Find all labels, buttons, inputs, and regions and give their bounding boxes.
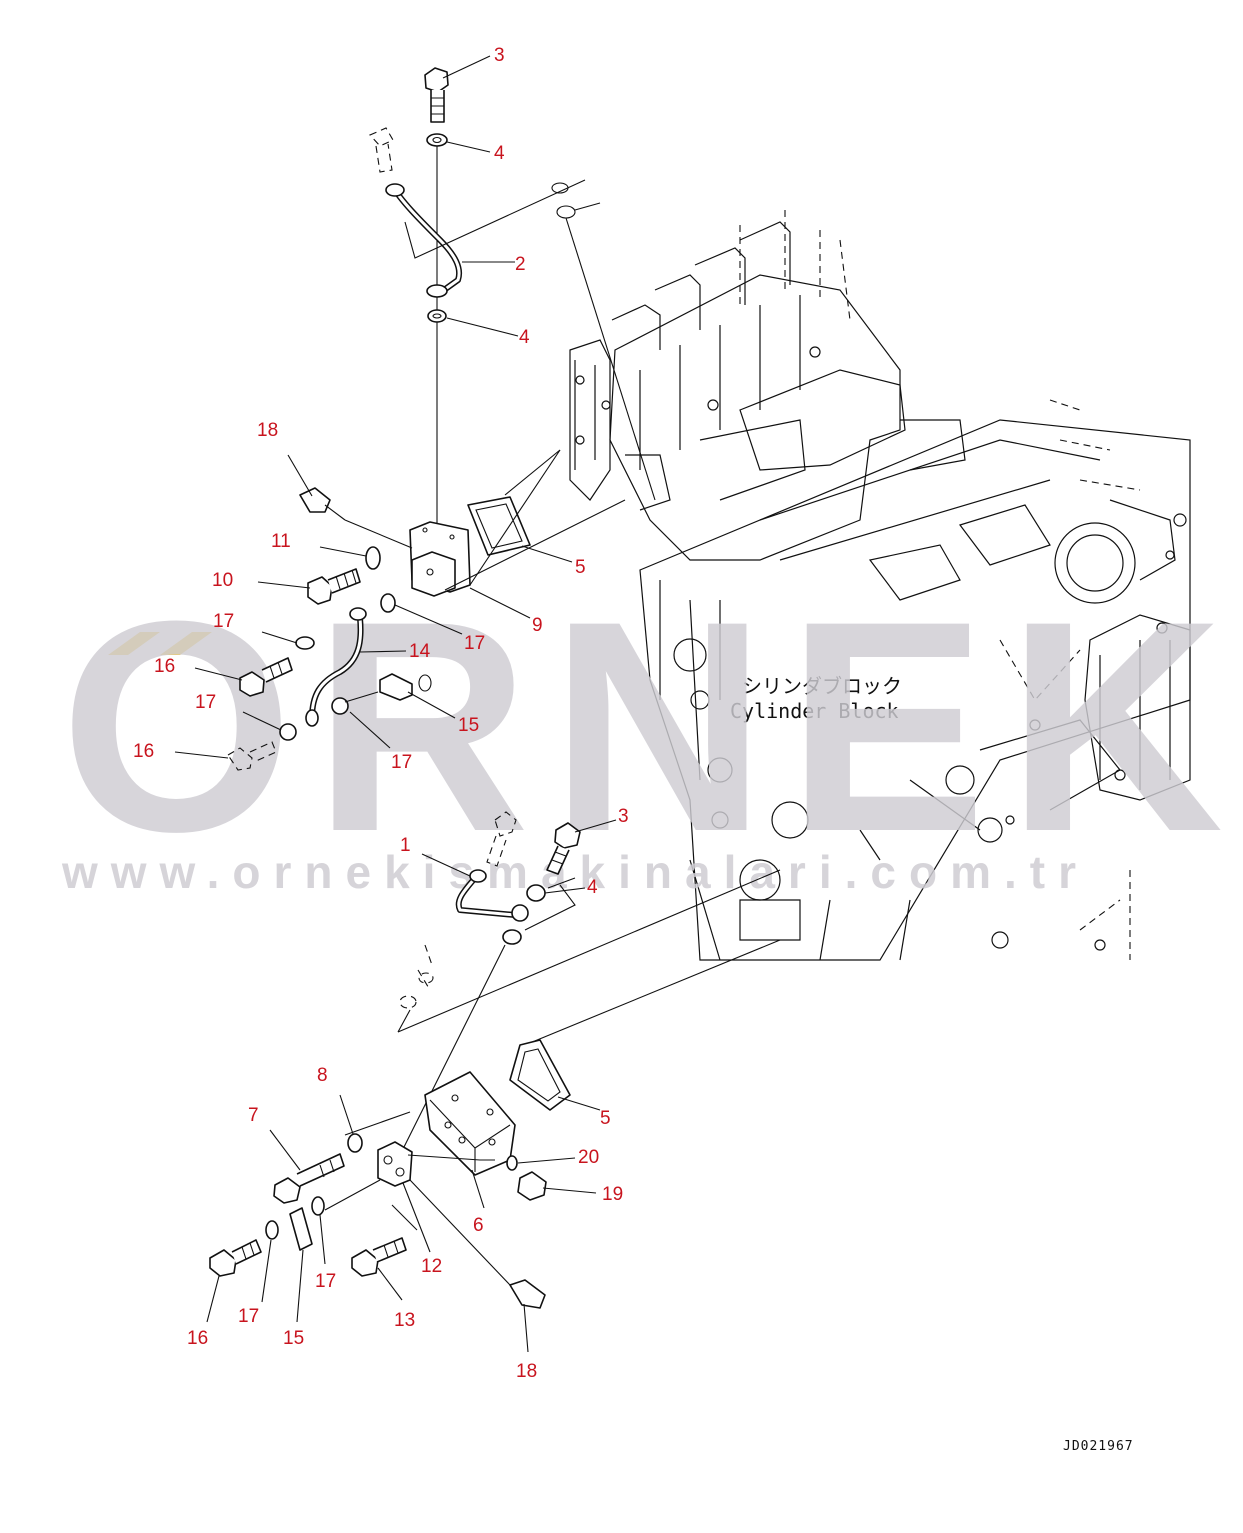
block-label-japanese: シリンダブロック xyxy=(742,674,902,698)
fitting-12-icon xyxy=(377,1141,413,1187)
sensor-18-icon xyxy=(299,487,331,513)
callout-1: 1 xyxy=(400,835,411,856)
cylinder-block-drawing: シリンダブロック Cylinder Block xyxy=(569,210,1191,961)
callout-17: 17 xyxy=(195,692,216,713)
callout-14: 14 xyxy=(409,641,431,662)
upper-assembly xyxy=(227,67,656,771)
callout-17: 17 xyxy=(391,752,412,773)
callout-18: 18 xyxy=(516,1361,537,1382)
callout-17: 17 xyxy=(464,633,485,654)
watermark-brand: ORNEK xyxy=(60,558,1243,894)
callout-4: 4 xyxy=(587,877,598,898)
washer-11-icon xyxy=(365,546,381,570)
leader-lines xyxy=(174,55,617,1353)
bolt-7-icon xyxy=(273,1177,301,1204)
callout-5: 5 xyxy=(575,557,586,578)
bolt-3-head-icon xyxy=(424,67,449,93)
callout-5: 5 xyxy=(600,1108,611,1129)
callout-16: 16 xyxy=(187,1328,208,1349)
callout-16: 16 xyxy=(133,741,154,762)
callout-15: 15 xyxy=(283,1328,304,1349)
callout-10: 10 xyxy=(212,570,233,591)
callout-18: 18 xyxy=(257,420,278,441)
callout-17: 17 xyxy=(315,1271,336,1292)
bolt-10-icon xyxy=(307,576,333,605)
callout-11: 11 xyxy=(271,531,291,552)
callout-3: 3 xyxy=(618,806,629,827)
washer-4b-icon xyxy=(427,309,447,323)
washer-4-icon xyxy=(426,133,448,147)
callout-15: 15 xyxy=(458,715,479,736)
callout-labels: 3 4 2 4 18 11 5 10 9 17 17 14 16 17 15 1… xyxy=(133,45,629,1382)
lower-assembly xyxy=(209,811,781,1309)
callout-4: 4 xyxy=(494,143,505,164)
callout-17: 17 xyxy=(213,611,234,632)
connector-15-icon xyxy=(379,673,413,701)
callout-6: 6 xyxy=(473,1215,484,1236)
callout-17: 17 xyxy=(238,1306,259,1327)
callout-12: 12 xyxy=(421,1256,442,1277)
plug-19-icon xyxy=(517,1171,547,1201)
bolt-13-icon xyxy=(351,1249,379,1277)
callout-2: 2 xyxy=(515,254,526,275)
callout-9: 9 xyxy=(532,615,543,636)
callout-16: 16 xyxy=(154,656,175,677)
callout-7: 7 xyxy=(248,1105,259,1126)
watermark-url: www.ornekismakinalari.com.tr xyxy=(61,846,1089,898)
washer-17-icon xyxy=(380,593,396,613)
bolt-16-icon xyxy=(239,671,265,697)
block-label-english: Cylinder Block xyxy=(730,699,899,723)
sensor-18-lower-icon xyxy=(509,1279,546,1309)
callout-20: 20 xyxy=(578,1147,599,1168)
watermark-accent-icon xyxy=(108,632,212,655)
callout-3: 3 xyxy=(494,45,505,66)
washer-4-lower-icon xyxy=(526,884,546,902)
connector-15-lower-icon xyxy=(289,1207,313,1251)
washer-8-icon xyxy=(347,1133,363,1153)
gasket-5-lower-icon xyxy=(509,1039,571,1111)
callout-13: 13 xyxy=(394,1310,415,1331)
callout-8: 8 xyxy=(317,1065,328,1086)
bolt-16-lower-icon xyxy=(209,1249,237,1277)
watermark: ORNEK www.ornekismakinalari.com.tr xyxy=(60,558,1243,898)
callout-19: 19 xyxy=(602,1184,623,1205)
bolt-3-lower-icon xyxy=(554,822,581,849)
washer-20-icon xyxy=(506,1155,518,1171)
callout-4: 4 xyxy=(519,327,530,348)
gasket-5-icon xyxy=(467,496,531,556)
drawing-code: JD021967 xyxy=(1063,1439,1134,1454)
